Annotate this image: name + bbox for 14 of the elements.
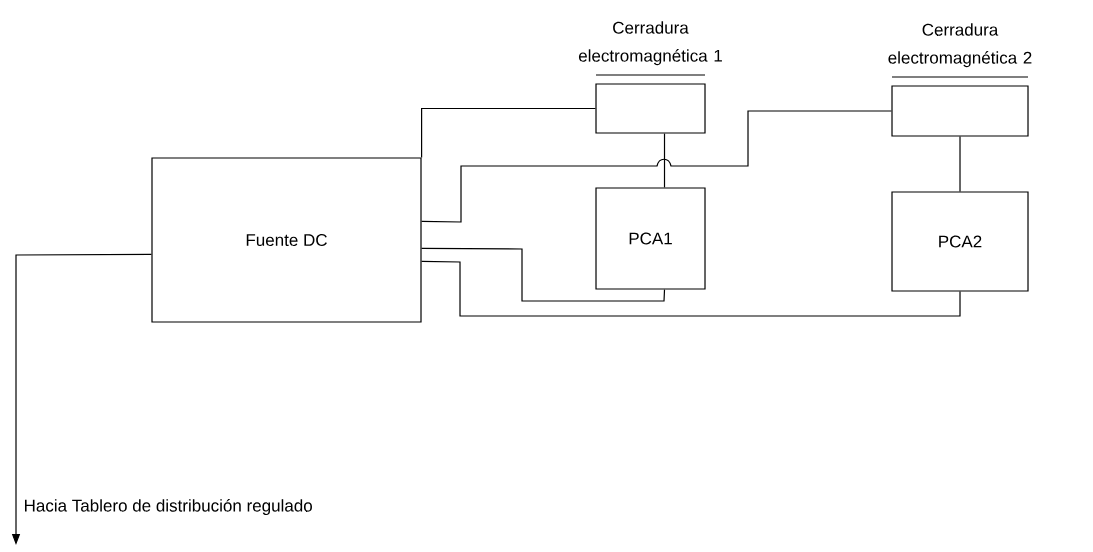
connector-line (421, 247, 666, 302)
node-label: Cerradura electromagnética 2 (888, 23, 1032, 68)
process-box: PCA1 (595, 187, 706, 290)
connector-line (959, 136, 961, 192)
connector-line (421, 110, 892, 223)
connector-line (663, 133, 666, 188)
lock-box: Cerradura electromagnética 2 (888, 23, 1032, 137)
connector-line (421, 260, 961, 317)
lock-box: Cerradura electromagnética 1 (578, 21, 722, 134)
node-label: Cerradura electromagnética 1 (578, 21, 722, 66)
connector-line (421, 107, 596, 158)
process-box: Fuente DC (151, 157, 422, 323)
process-box: PCA2 (891, 191, 1029, 292)
edge-label: Hacia Tablero de distribución regulado (22, 498, 314, 517)
